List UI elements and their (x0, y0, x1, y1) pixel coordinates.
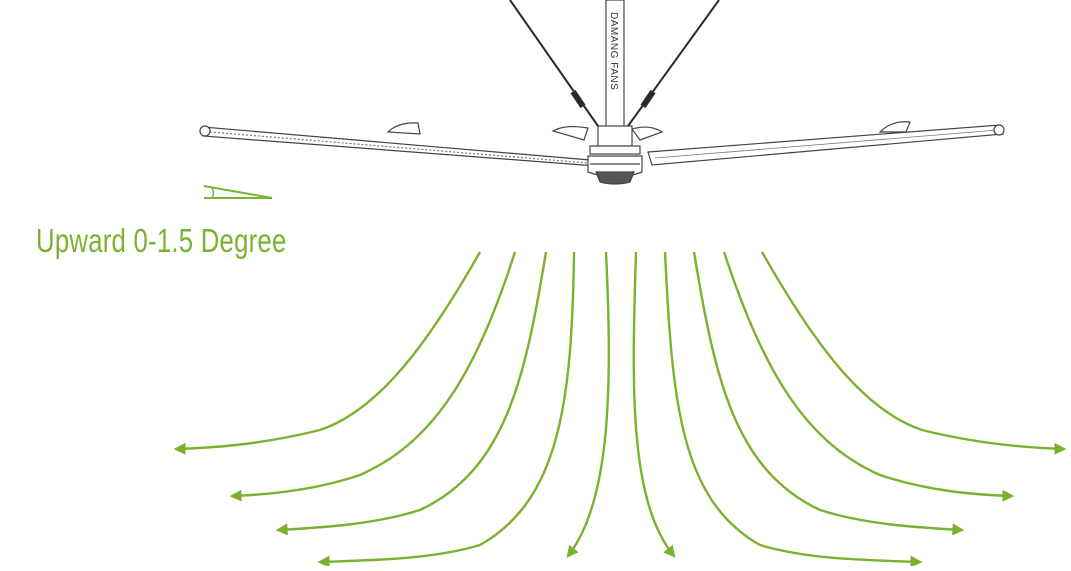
left-inner-winglet (551, 125, 589, 141)
right-blade-edge (654, 129, 999, 159)
left-turnbuckle (570, 89, 586, 109)
hub-mount (597, 125, 633, 147)
airflow-arrow-left-5 (566, 251, 610, 558)
left-guy-wire (509, 0, 599, 127)
airflow-arrows (173, 251, 1067, 568)
tilt-angle-icon (203, 185, 273, 199)
right-turnbuckle (640, 89, 656, 109)
tilt-angle-caption: Upward 0-1.5 Degree (36, 222, 287, 259)
right-blade-body (647, 124, 1004, 166)
airflow-arrow-left-3 (275, 251, 548, 536)
left-winglet (386, 122, 421, 135)
right-blade-tip (993, 124, 1005, 136)
hub-lower-cap (595, 171, 635, 185)
airflow-arrow-left-1 (173, 251, 482, 455)
suspension-cables (509, 0, 720, 127)
downrod: DAMANG FANS (605, 0, 625, 143)
airflow-arrow-right-3 (692, 251, 965, 536)
hub-top-plate (589, 145, 641, 155)
airflow-arrow-right-2 (722, 251, 1015, 502)
airflow-arrow-right-4 (663, 251, 923, 568)
airflow-arrow-left-4 (317, 251, 576, 568)
angle-upper-line (203, 185, 273, 199)
right-blade (631, 121, 1005, 166)
angle-arc (211, 187, 215, 199)
right-guy-wire (627, 0, 720, 127)
fan-hub (587, 125, 643, 185)
right-inner-winglet (631, 126, 664, 141)
right-winglet (878, 121, 911, 133)
left-blade-edge (209, 131, 589, 164)
brand-label: DAMANG FANS (608, 12, 619, 90)
airflow-arrow-right-5 (632, 251, 676, 558)
left-blade (199, 122, 598, 167)
left-blade-tip (199, 125, 211, 137)
airflow-arrow-right-1 (760, 251, 1067, 455)
airflow-arrow-left-2 (229, 251, 517, 502)
